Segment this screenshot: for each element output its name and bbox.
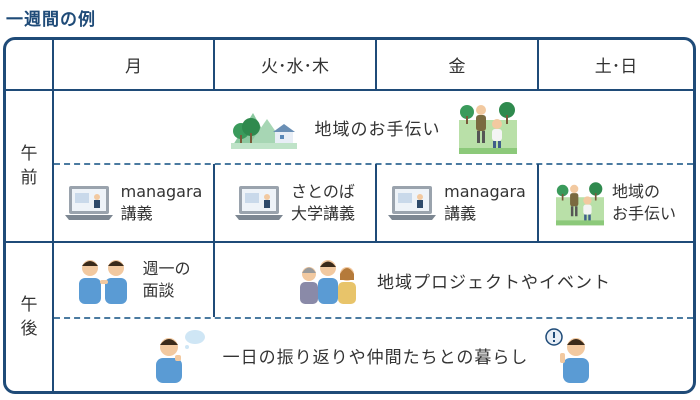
morning-tue-thu-text: さとのば 大学講義: [291, 181, 355, 225]
divider: [52, 40, 54, 391]
farm-landscape-icon: [555, 182, 604, 226]
divider: [537, 164, 539, 241]
laptop-lecture-icon: [234, 186, 283, 220]
morning-mon-text: managara 講義: [121, 181, 203, 225]
period-char: 午: [20, 295, 38, 315]
divider: [213, 164, 215, 241]
divider: [213, 40, 215, 91]
day-header-mon: 月: [125, 57, 142, 77]
farm-landscape-icon: [458, 102, 517, 154]
period-char: 前: [20, 168, 38, 188]
dashed-divider: [54, 163, 693, 165]
laptop-lecture-icon: [388, 186, 437, 220]
morning-fri-cell: managara 講義: [377, 165, 537, 241]
afternoon-project-cell: 地域プロジェクトやイベント: [215, 243, 693, 317]
cell-line: さとのば: [290, 182, 355, 201]
page-title: 一週間の例: [6, 10, 96, 30]
divider: [537, 40, 539, 91]
morning-tue-thu-cell: さとのば 大学講義: [215, 165, 375, 241]
morning-sat-sun-cell: 地域の お手伝い: [539, 165, 693, 241]
morning-top-label: 地域のお手伝い: [314, 119, 441, 140]
afternoon-interview-cell: 週一の 面談: [54, 243, 213, 317]
cell-line: 面談: [142, 281, 175, 300]
period-label-morning: 午 前: [6, 91, 52, 241]
afternoon-interview-text: 週一の 面談: [142, 258, 190, 302]
laptop-lecture-icon: [64, 186, 113, 220]
period-char: 午: [20, 144, 38, 164]
weekly-schedule-table: 月 火･水･木 金 土･日 午 前 午 後 地域のお手伝い: [3, 37, 696, 394]
group-of-people-icon: [300, 260, 356, 304]
person-exclamation-icon: [545, 328, 590, 383]
period-char: 後: [20, 319, 38, 339]
morning-mon-cell: managara 講義: [54, 165, 213, 241]
divider: [213, 243, 215, 317]
afternoon-bottom-label: 一日の振り返りや仲間たちとの暮らし: [222, 347, 529, 368]
dashed-divider: [54, 317, 693, 319]
morning-fri-text: managara 講義: [444, 181, 526, 225]
cell-line: 大学講義: [290, 204, 355, 223]
two-people-talking-icon: [79, 260, 128, 304]
day-header-fri: 金: [448, 57, 466, 77]
cell-line: 地域の: [611, 182, 660, 201]
cell-line: managara: [120, 182, 203, 201]
divider: [6, 89, 693, 91]
cell-line: 週一の: [142, 259, 191, 278]
farm-landscape-icon: [230, 113, 297, 149]
afternoon-reflection-cell: 一日の振り返りや仲間たちとの暮らし: [54, 319, 693, 391]
divider: [375, 40, 377, 91]
afternoon-project-label: 地域プロジェクトやイベント: [377, 272, 611, 293]
cell-line: 講義: [444, 204, 477, 223]
period-label-afternoon: 午 後: [6, 243, 52, 391]
cell-line: お手伝い: [611, 204, 676, 223]
divider: [6, 241, 693, 243]
day-header-tue-wed-thu: 火･水･木: [261, 57, 329, 77]
cell-line: 講義: [120, 204, 153, 223]
divider: [375, 164, 377, 241]
morning-sat-sun-text: 地域の お手伝い: [612, 181, 676, 225]
morning-community-help: 地域のお手伝い: [54, 91, 693, 163]
person-thinking-icon: [155, 330, 205, 383]
day-header-sat-sun: 土･日: [594, 57, 638, 77]
cell-line: managara: [444, 182, 526, 201]
